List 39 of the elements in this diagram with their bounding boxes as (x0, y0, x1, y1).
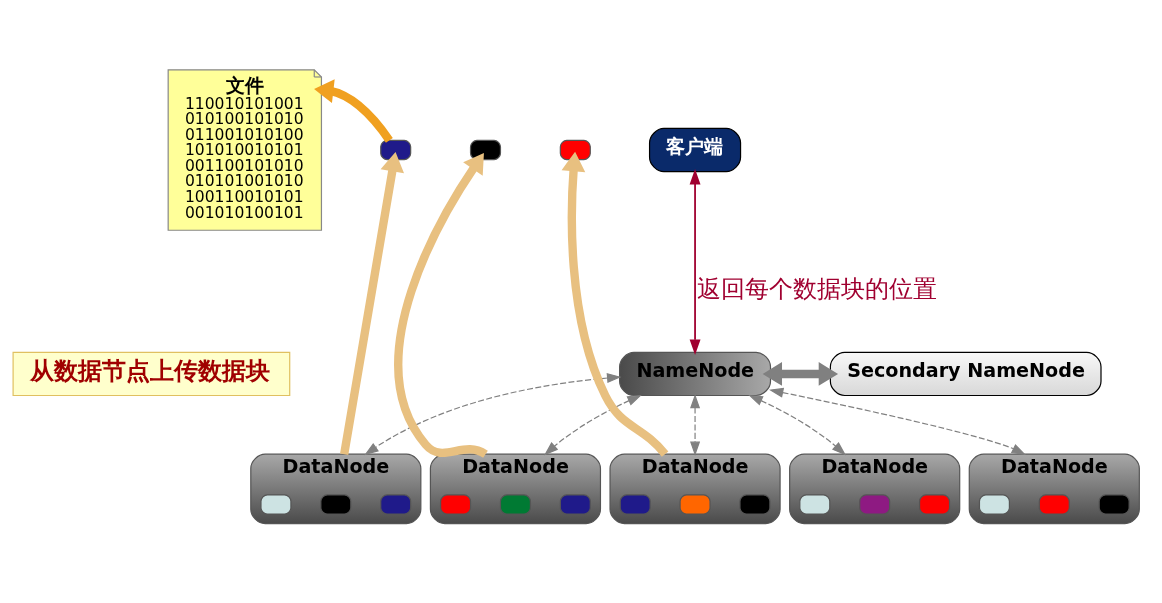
node-box (1098, 494, 1130, 515)
arrow (689, 168, 701, 356)
arrow (340, 152, 404, 455)
cluster: DataNode (968, 453, 1140, 525)
arrow (314, 79, 393, 143)
arrow (364, 373, 622, 456)
node-box (559, 139, 591, 161)
node-box (469, 139, 502, 161)
arrow (544, 394, 642, 456)
cluster: DataNode (250, 453, 422, 525)
node-box (619, 494, 651, 515)
node-box (679, 494, 711, 515)
label: 从数据节点上传数据块 (29, 356, 270, 385)
node-box: 客户端 (648, 127, 742, 173)
node-box (499, 494, 531, 515)
arrow (748, 394, 847, 456)
node-box (1038, 494, 1070, 515)
node-box: Secondary NameNode (829, 351, 1102, 397)
node-box (559, 494, 591, 515)
node-box (380, 494, 412, 515)
node-box (859, 494, 891, 515)
node-box (260, 494, 292, 515)
node-box (440, 494, 472, 515)
arrow (762, 362, 839, 386)
edge-label: 返回每个数据块的位置 (696, 275, 937, 304)
node-box (380, 139, 412, 161)
arrow (394, 153, 488, 458)
node-box (320, 494, 352, 515)
node-box (739, 494, 771, 515)
arrow (561, 151, 669, 457)
cluster: DataNode (789, 453, 961, 525)
cluster: DataNode (429, 453, 602, 525)
node-box (919, 494, 951, 515)
arrow (690, 393, 701, 456)
cluster: DataNode (609, 453, 781, 525)
node-box: NameNode (619, 351, 772, 397)
node-box (978, 494, 1010, 515)
node-box (799, 494, 831, 515)
arrow (769, 387, 1026, 455)
